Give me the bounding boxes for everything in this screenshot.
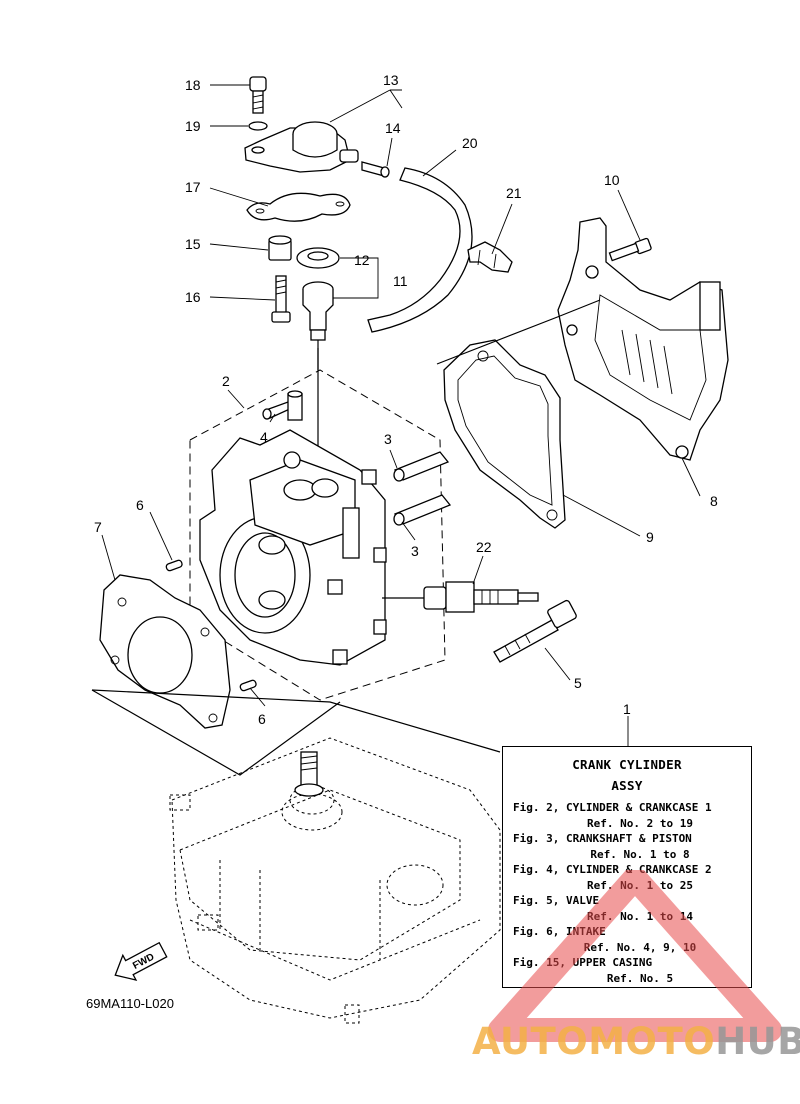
callout-11: 11 <box>393 273 408 289</box>
callout-10: 10 <box>604 172 620 188</box>
bolt-18 <box>249 76 267 114</box>
fitting-4 <box>262 390 303 421</box>
ref-no-row: Ref. No. 4, 9, 10 <box>583 940 697 954</box>
bolt-16 <box>271 275 291 323</box>
callout-20: 20 <box>462 135 478 151</box>
callouts: 18 19 13 14 17 15 12 11 16 20 21 10 2 4 … <box>94 72 718 727</box>
ref-no-row: Ref. No. 2 to 19 <box>587 816 693 830</box>
callout-12: 12 <box>354 252 370 268</box>
callout-13: 13 <box>383 72 399 88</box>
callout-8: 8 <box>710 493 718 509</box>
callout-19: 19 <box>185 118 201 134</box>
collar-15 <box>268 235 292 261</box>
gasket-9 <box>443 339 566 529</box>
ref-fig-row: Fig. 2, CYLINDER & CRANKCASE 1 <box>513 801 712 814</box>
dowel-6b <box>239 679 257 692</box>
callout-14: 14 <box>385 120 401 136</box>
thermostat-11 <box>302 281 334 341</box>
drawing-code: 69MA110-L020 <box>86 996 174 1011</box>
dowel-6a <box>165 559 183 572</box>
callout-21: 21 <box>506 185 522 201</box>
exhaust-cover-8 <box>557 217 729 461</box>
callout-1: 1 <box>623 701 631 717</box>
leader-lines <box>101 84 701 746</box>
seal-12 <box>296 247 340 269</box>
assy-title-line1: CRANK CYLINDER <box>572 757 682 772</box>
nipple-14 <box>361 161 390 178</box>
assy-title-line2: ASSY <box>611 778 643 793</box>
hose-20 <box>367 167 473 333</box>
callout-3b: 3 <box>411 543 419 559</box>
callout-7: 7 <box>94 519 102 535</box>
ref-fig-row: Fig. 6, INTAKE <box>513 925 606 938</box>
fwd-arrow-icon: FWD <box>114 941 168 981</box>
pin-3a <box>393 451 450 482</box>
clamp-21 <box>467 241 513 273</box>
crankcase-block <box>169 737 501 1024</box>
ref-fig-row: Fig. 5, VALVE <box>513 894 600 907</box>
ref-no-row: Ref. No. 1 to 8 <box>590 847 690 861</box>
callout-4: 4 <box>260 429 268 445</box>
mating-plane <box>91 689 501 753</box>
callout-16: 16 <box>185 289 201 305</box>
crankshaft-end <box>294 751 324 797</box>
bolt-5 <box>493 599 577 663</box>
ref-fig-row: Fig. 15, UPPER CASING <box>513 956 653 969</box>
callout-5: 5 <box>574 675 582 691</box>
callout-6b: 6 <box>258 711 266 727</box>
callout-6a: 6 <box>136 497 144 513</box>
callout-15: 15 <box>185 236 201 252</box>
ref-no-row: Ref. No. 5 <box>606 971 674 985</box>
ref-fig-row: Fig. 3, CRANKSHAFT & PISTON <box>513 832 692 845</box>
ref-no-row: Ref. No. 1 to 14 <box>587 909 693 923</box>
ref-fig-row: Fig. 4, CYLINDER & CRANKCASE 2 <box>513 863 712 876</box>
callout-22: 22 <box>476 539 492 555</box>
bolt-10 <box>608 237 652 262</box>
callout-9: 9 <box>646 529 654 545</box>
watermark-text-part2: HUB <box>715 1020 800 1063</box>
thermostat-cover-13 <box>244 121 359 173</box>
watermark-text: AUTOMOTOHUB <box>472 1020 800 1063</box>
cylinder-head-2 <box>199 429 387 666</box>
spark-plug-22 <box>423 581 539 613</box>
gasket-17 <box>246 192 351 222</box>
washer-19 <box>248 121 268 131</box>
callout-18: 18 <box>185 77 201 93</box>
callout-17: 17 <box>185 179 201 195</box>
ref-no-row: Ref. No. 1 to 25 <box>587 878 693 892</box>
pin-3b <box>393 494 452 526</box>
watermark-text-part1: AUTOMOTO <box>472 1020 716 1063</box>
cylinder-head-boundary <box>189 369 446 701</box>
callout-2: 2 <box>222 373 230 389</box>
crank-cylinder-assy-box: CRANK CYLINDER ASSY Fig. 2, CYLINDER & C… <box>502 746 752 988</box>
callout-3a: 3 <box>384 431 392 447</box>
